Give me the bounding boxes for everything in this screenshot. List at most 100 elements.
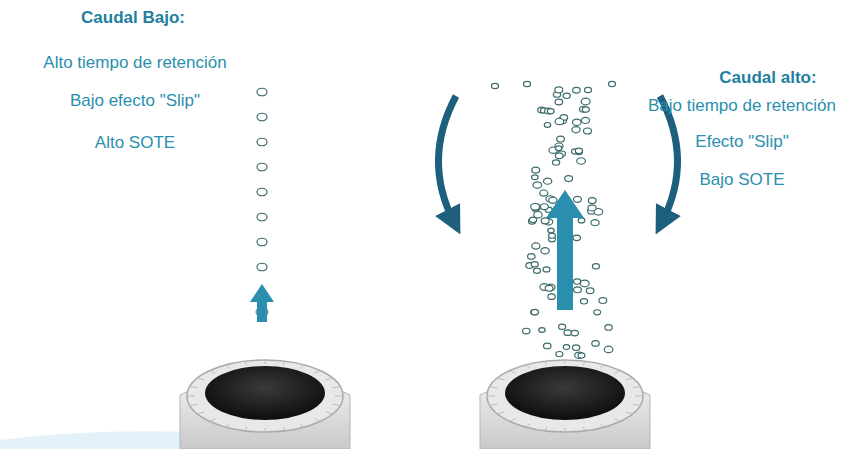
flow-arrow-head <box>546 190 584 218</box>
air-bubble <box>257 163 267 171</box>
air-bubble <box>529 217 536 222</box>
air-bubble <box>580 280 589 287</box>
air-bubble <box>539 328 545 333</box>
ring-rib <box>583 361 585 365</box>
property-label: Bajo efecto "Slip" <box>70 91 200 111</box>
air-bubble <box>548 228 554 233</box>
air-bubble <box>563 93 570 98</box>
air-bubble <box>559 324 566 329</box>
air-bubble <box>257 238 267 246</box>
air-bubble <box>588 205 596 211</box>
air-bubble <box>557 136 565 142</box>
air-bubble <box>585 87 592 92</box>
air-bubble <box>571 330 578 336</box>
air-bubble <box>588 198 596 204</box>
flow-arrow <box>557 215 573 310</box>
ring-rib <box>210 419 216 422</box>
air-bubble <box>563 345 569 350</box>
air-bubble <box>547 109 554 114</box>
air-bubble <box>577 158 586 164</box>
air-bubble <box>524 81 531 86</box>
air-bubble <box>556 351 563 356</box>
air-bubble <box>578 218 585 223</box>
air-bubble <box>532 175 539 180</box>
diffuser-ring <box>487 360 643 432</box>
ring-rib <box>633 404 641 405</box>
ring-rib <box>497 378 504 380</box>
ring-rib <box>487 396 495 397</box>
circulation-arrow <box>438 96 456 222</box>
ring-rib <box>314 371 320 374</box>
ring-rib <box>226 424 230 427</box>
property-label: Alto tiempo de retención <box>43 53 226 73</box>
air-bubble <box>605 325 612 331</box>
air-bubble <box>573 235 580 241</box>
ring-rib <box>526 424 530 427</box>
air-bubble <box>257 138 267 146</box>
property-label: Alto SOTE <box>95 133 175 153</box>
diffuser-ring <box>187 360 343 432</box>
ring-rib <box>545 427 547 431</box>
property-label: Bajo SOTE <box>699 170 784 190</box>
air-bubble <box>531 309 538 314</box>
air-bubble <box>540 190 548 196</box>
air-bubble <box>543 267 550 272</box>
air-bubble <box>492 83 499 88</box>
air-bubble <box>540 204 548 210</box>
ring-rib <box>490 387 498 388</box>
air-bubble <box>575 148 582 153</box>
air-bubble <box>555 118 564 124</box>
ring-rib <box>300 424 304 427</box>
air-bubble <box>549 233 556 238</box>
ring-rib <box>326 412 333 414</box>
air-bubble <box>599 298 607 304</box>
air-bubble <box>552 160 559 165</box>
membrane-disc <box>505 366 625 420</box>
air-bubble <box>584 128 592 134</box>
air-bubble <box>555 146 561 151</box>
air-bubble <box>582 107 589 112</box>
air-bubble <box>257 88 267 96</box>
air-bubble <box>531 262 538 267</box>
ring-rib <box>265 360 266 364</box>
ring-rib <box>633 387 641 388</box>
air-bubble <box>578 353 585 358</box>
flow-arrow <box>257 300 267 322</box>
air-bubble <box>545 285 553 291</box>
air-bubble <box>257 113 267 121</box>
air-bubble <box>591 220 599 226</box>
air-bubble <box>555 99 563 105</box>
air-bubble <box>555 153 563 159</box>
air-bubble <box>594 310 601 315</box>
air-bubble <box>544 122 550 127</box>
air-bubble <box>586 288 594 294</box>
air-bubble <box>564 330 571 336</box>
ring-rib <box>510 419 516 422</box>
ring-rib <box>583 427 585 431</box>
air-bubble <box>541 248 549 254</box>
air-bubble <box>574 279 581 284</box>
ring-rib <box>600 365 604 368</box>
flow-heading: Caudal Bajo: <box>81 8 185 28</box>
ring-rib <box>197 412 204 414</box>
air-bubble <box>541 218 549 224</box>
air-bubble <box>532 167 540 173</box>
flow-heading: Caudal alto: <box>719 68 816 88</box>
ring-rib <box>300 365 304 368</box>
air-bubble <box>581 98 590 105</box>
ring-rib <box>283 361 285 365</box>
ring-rib <box>190 387 198 388</box>
air-bubble <box>565 176 573 182</box>
air-bubble <box>531 204 540 211</box>
ring-rib <box>333 404 341 405</box>
air-bubble <box>572 127 580 133</box>
ring-rib <box>510 371 516 374</box>
ring-rib <box>614 419 620 422</box>
air-bubble <box>574 287 582 293</box>
ring-rib <box>497 412 504 414</box>
ring-rib <box>245 427 247 431</box>
air-bubble <box>572 345 579 350</box>
air-bubble <box>533 268 540 273</box>
air-bubble <box>257 213 267 221</box>
ring-rib <box>545 361 547 365</box>
